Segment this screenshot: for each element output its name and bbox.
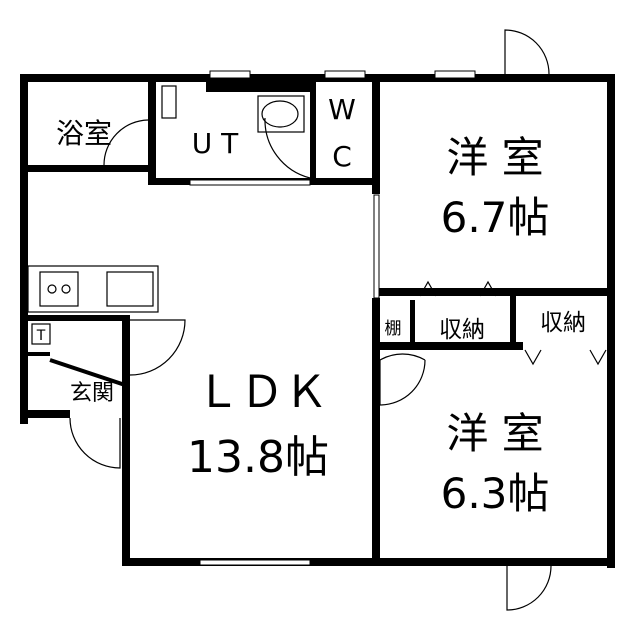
western-room-2-size: 6.3帖 [441,469,550,518]
western-room-2-name: 洋 室 [446,409,543,458]
storage-2-label: 収納 [540,310,586,336]
wc-label-w: W [328,93,356,126]
windows [189,70,476,566]
shelf-label: 棚 [385,319,402,339]
ut-label: U T [192,127,239,160]
bath-label: 浴室 [56,117,112,150]
western-room-1-name: 洋 室 [446,133,543,182]
storage-1-label: 収納 [439,317,485,343]
entrance-label: 玄関 [70,381,114,406]
ldk-size: 13.8帖 [187,432,329,483]
wc-label-c: C [332,140,352,173]
doors [69,29,607,611]
t-mark: T [36,328,46,344]
ldk-name: ＬＤＫ [196,367,328,418]
western-room-1-size: 6.7帖 [441,193,550,242]
fixtures [27,85,305,387]
